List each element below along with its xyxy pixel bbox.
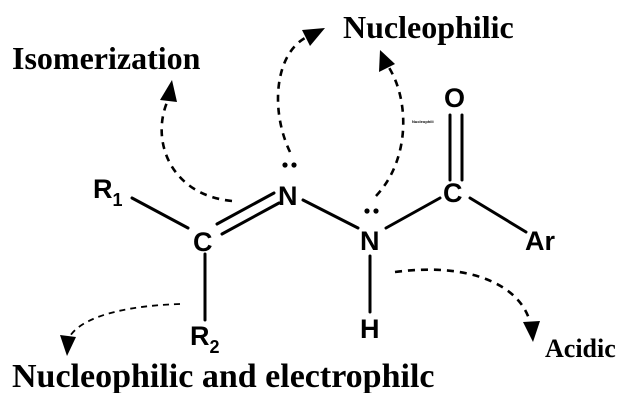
bond-n-n bbox=[301, 198, 360, 230]
atom-h: H bbox=[360, 314, 380, 344]
isomerization-arrow bbox=[160, 99, 233, 203]
atom-r1: R1 bbox=[93, 174, 123, 210]
atom-n-imine: N bbox=[278, 181, 298, 211]
lone-pair-dot bbox=[373, 208, 379, 214]
nucleophilic-arrow-amide-n bbox=[375, 65, 405, 197]
atom-o: O bbox=[444, 83, 465, 113]
atom-r2: R2 bbox=[190, 321, 220, 357]
atom-ar: Ar bbox=[525, 226, 555, 256]
bond-c-ar bbox=[468, 196, 528, 234]
atom-c-imine: C bbox=[193, 227, 213, 257]
atom-c-carbonyl: C bbox=[443, 178, 463, 208]
bond-r1-c bbox=[130, 196, 190, 230]
bond-c-n-double-b bbox=[220, 201, 281, 236]
bond-c-n-double-a bbox=[215, 191, 276, 226]
isomerization-label: Isomerization bbox=[12, 40, 201, 76]
lone-pair-dot bbox=[282, 162, 288, 168]
nucleophilic-arrowhead-amide-n bbox=[379, 50, 395, 72]
acidic-label: Acidic bbox=[545, 334, 616, 363]
lone-pair-dot bbox=[364, 208, 370, 214]
carbon-reactivity-arrow bbox=[69, 303, 181, 337]
nucleophilic-arrow-imine-n bbox=[276, 36, 306, 153]
nucleophilic-small-label: Nucleophili bbox=[412, 119, 434, 124]
nucleophilic-top-label: Nucleophilic bbox=[343, 9, 514, 45]
acidic-arrow bbox=[394, 268, 532, 323]
atom-n-amide: N bbox=[360, 226, 380, 256]
carbon-reactivity-arrowhead bbox=[60, 335, 76, 356]
bond-n-c-carbonyl bbox=[384, 196, 442, 230]
acidic-arrowhead bbox=[523, 321, 540, 342]
nucleophilic-arrowhead-imine-n bbox=[302, 28, 325, 46]
isomerization-arrowhead bbox=[160, 80, 177, 102]
lone-pair-dot bbox=[291, 162, 297, 168]
nucleophilic-electrophilic-label: Nucleophilic and electrophilc bbox=[12, 358, 434, 393]
